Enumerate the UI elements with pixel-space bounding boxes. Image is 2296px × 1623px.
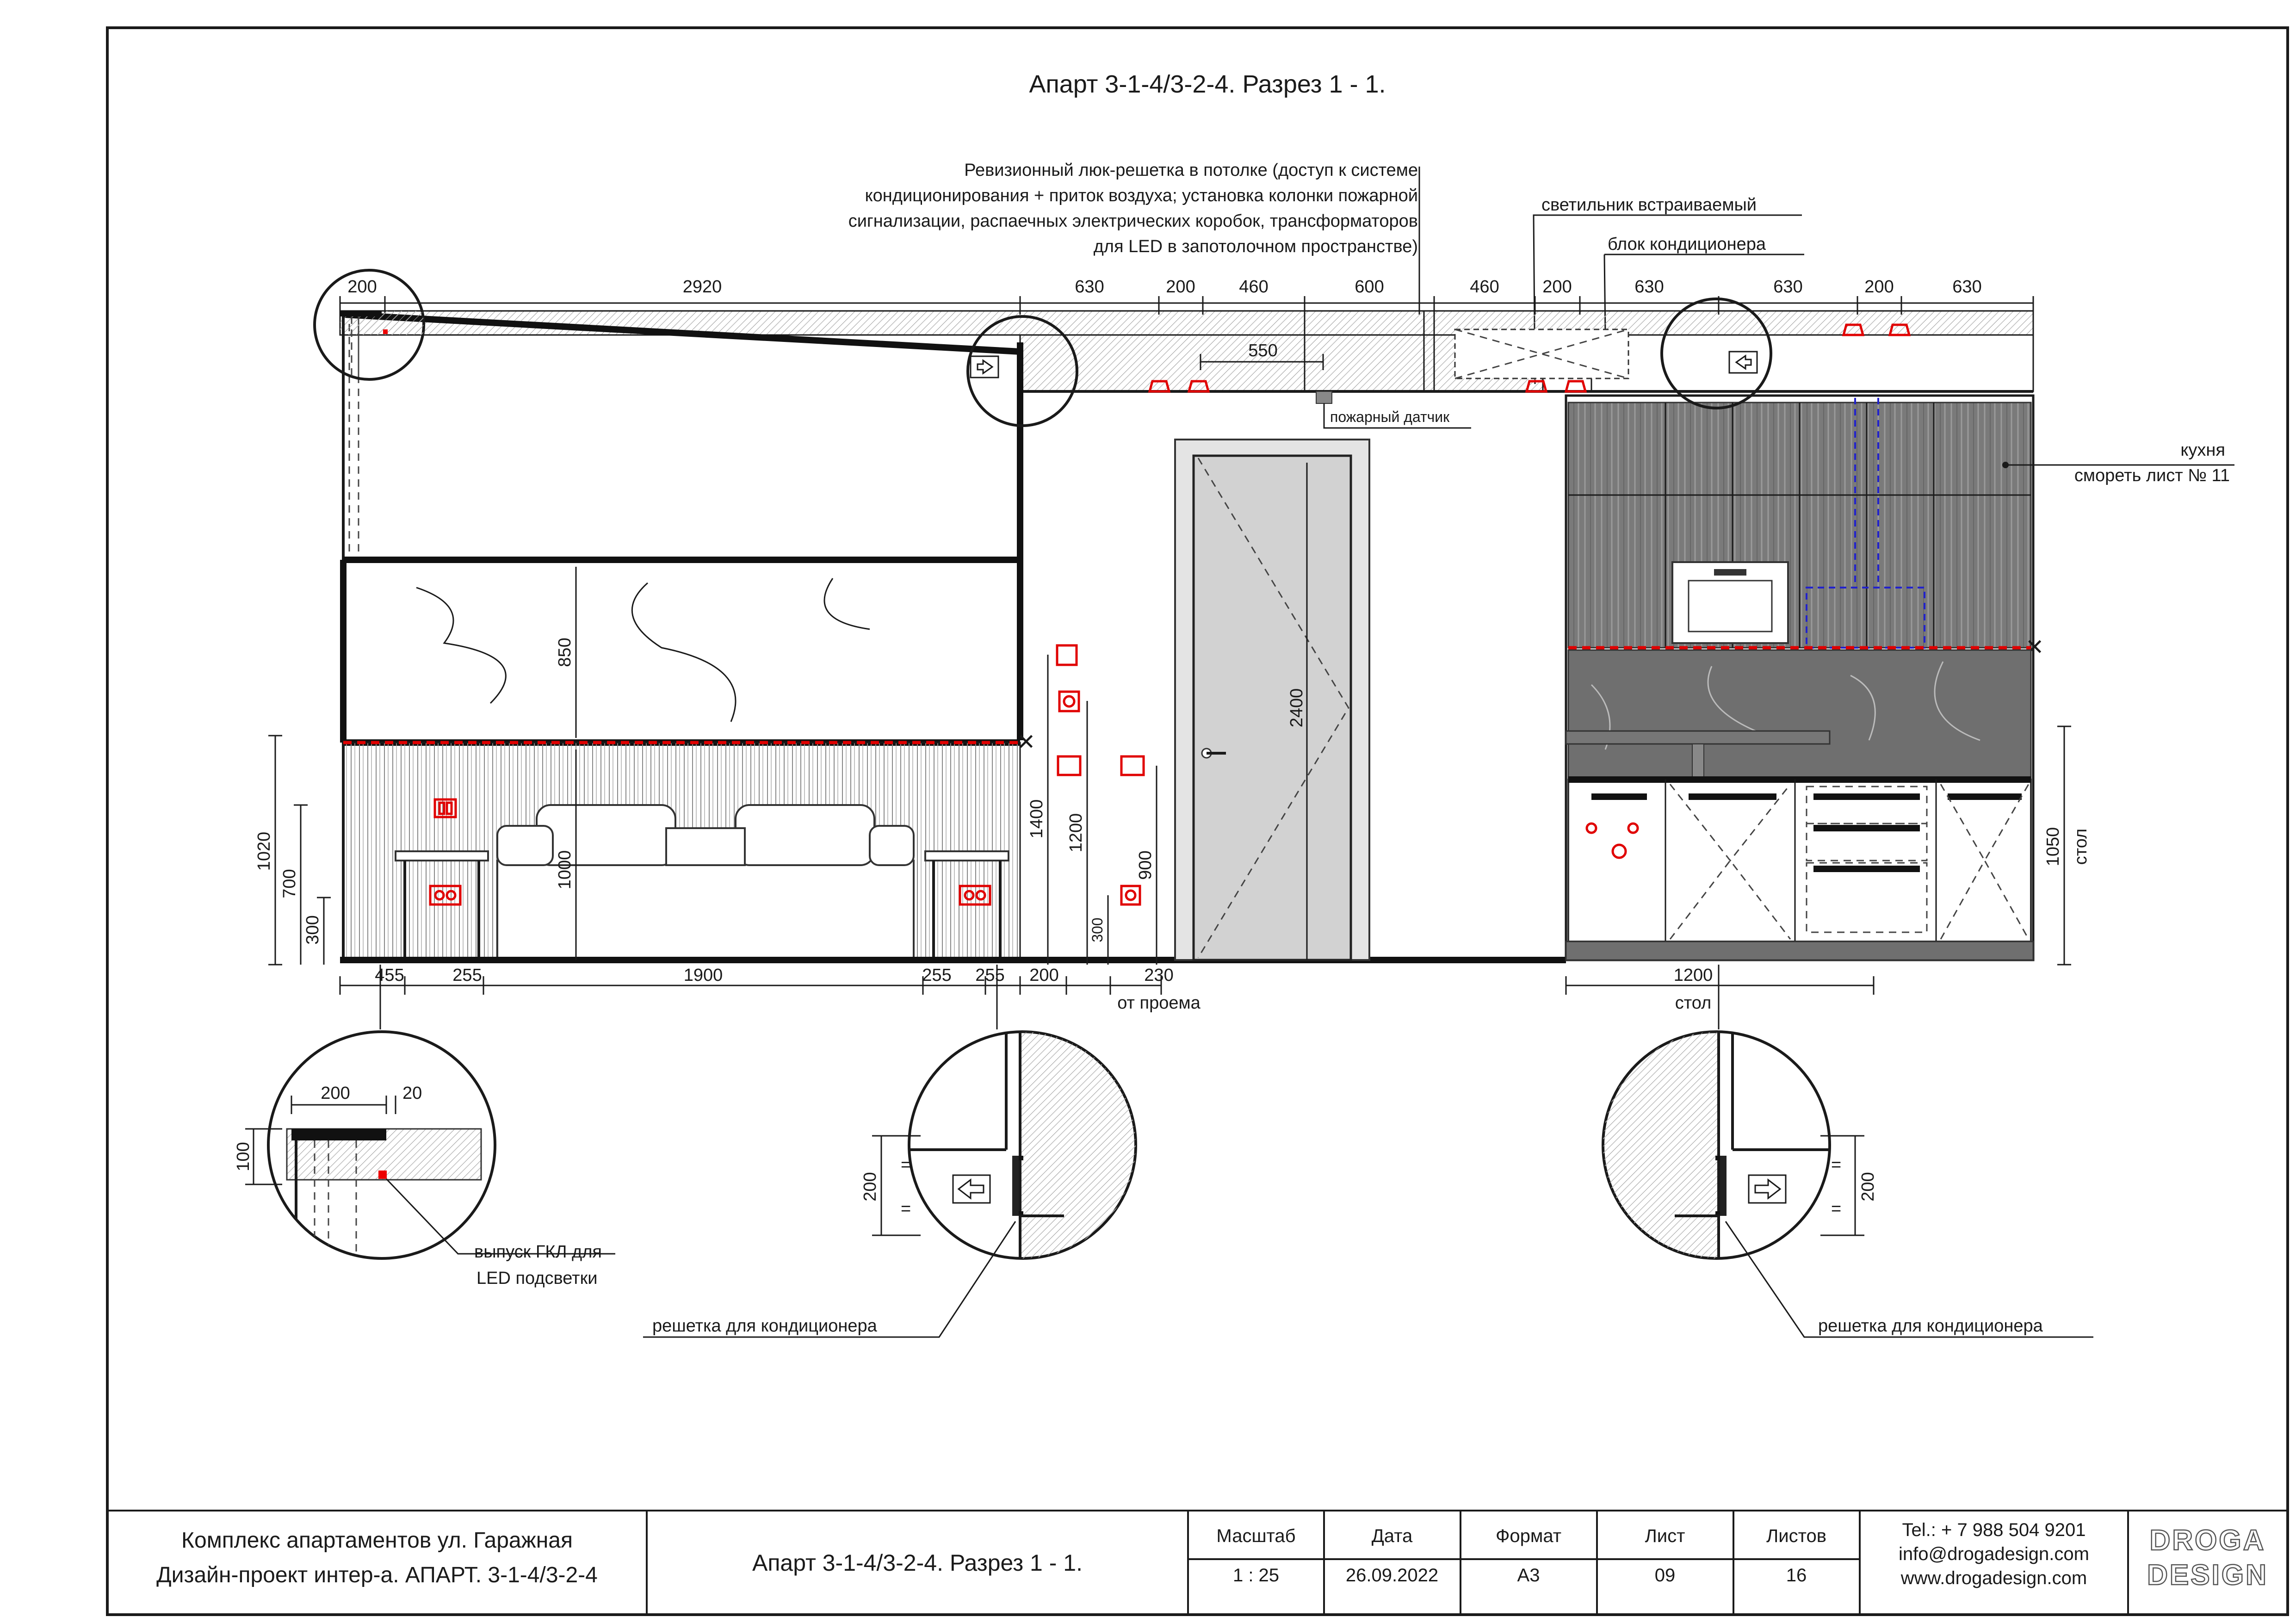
note-line-1: Ревизионный люк-решетка в потолке (досту… <box>964 161 1418 180</box>
title-block: Комплекс апартаментов ул. Гаражная Дизай… <box>106 1510 2289 1616</box>
dim-top-630-d: 630 <box>1952 277 1981 297</box>
dim-v-900: 900 <box>1136 850 1155 880</box>
tb-tel: Tel.: + 7 988 504 9201 <box>1902 1520 2086 1540</box>
dim-v-1020: 1020 <box>254 832 274 871</box>
kitchen: ✕ <box>1565 394 2044 961</box>
note-gkl-release-1: выпуск ГКЛ для <box>474 1242 602 1262</box>
note-gkl-release-2: LED подсветки <box>477 1269 597 1288</box>
note-kitchen-2: смореть лист № 11 <box>2074 466 2230 485</box>
detail-circle-top-right <box>1660 297 1772 409</box>
detail-left-w20: 20 <box>402 1084 422 1103</box>
tb-sheets-label: Листов <box>1766 1526 1826 1546</box>
detail-circle-bottom-left: 200 20 100 выпуск ГКЛ для LED подсветки <box>234 1030 615 1288</box>
note-line-2: кондиционирования + приток воздуха; уста… <box>865 186 1418 205</box>
dim-v-850: 850 <box>555 638 575 667</box>
detail-circle-bottom-right: 200 = = решетка для кондиционера <box>1602 1030 2093 1338</box>
dim-top-460-a: 460 <box>1239 277 1268 297</box>
dim-bottom-255-a: 255 <box>452 966 482 985</box>
top-dimension-chain: 200 2920 630 200 460 600 460 200 630 630… <box>339 277 2034 315</box>
tb-date-label: Дата <box>1372 1526 1413 1546</box>
fire-sensor-icon <box>1316 391 1332 404</box>
detail-circle-top-left <box>313 269 425 381</box>
dim-top-2920: 2920 <box>683 277 722 297</box>
tb-sheet-title: Апарт 3-1-4/3-2-4. Разрез 1 - 1. <box>752 1550 1083 1576</box>
dim-v-300: 300 <box>303 915 322 944</box>
dim-top-460-b: 460 <box>1470 277 1499 297</box>
dim-v-1050: 1050 <box>2043 827 2063 867</box>
leader-fire-sensor <box>1323 403 1471 429</box>
note-line-4: для LED в запотолочном пространстве) <box>1094 237 1418 256</box>
dim-v-2400: 2400 <box>1287 688 1306 728</box>
drawing-title: Апарт 3-1-4/3-2-4. Разрез 1 - 1. <box>1029 70 1386 98</box>
tb-web: www.drogadesign.com <box>1900 1568 2087 1588</box>
dim-550: 550 <box>1248 341 1277 360</box>
dim-top-200-b: 200 <box>1166 277 1195 297</box>
dim-v-300-b: 300 <box>1089 917 1106 942</box>
tb-format-label: Формат <box>1496 1526 1561 1546</box>
note-kitchen-1: кухня <box>2180 440 2225 460</box>
tb-date-value: 26.09.2022 <box>1346 1565 1438 1586</box>
note-table-side: стол <box>2071 829 2091 865</box>
dim-v-1000: 1000 <box>555 850 575 890</box>
dim-bottom-230: 230 <box>1144 966 1173 985</box>
dim-bottom-455: 455 <box>375 966 404 985</box>
recessed-lights <box>1148 323 1911 393</box>
tb-scale-label: Масштаб <box>1216 1526 1295 1546</box>
logo-line2: DESIGN <box>2147 1559 2268 1591</box>
droga-design-logo: DROGA DESIGN <box>2147 1524 2268 1592</box>
middle-vertical-dims: 1400 1200 900 300 2400 <box>1027 463 1308 965</box>
tb-scale-value: 1 : 25 <box>1233 1565 1279 1586</box>
dim-top-630-c: 630 <box>1773 277 1802 297</box>
note-ac-unit: блок кондиционера <box>1608 235 1766 254</box>
detail-circle-bottom-mid: 200 = = решетка для кондиционера <box>643 1030 1137 1338</box>
dim-1200: 1200 <box>1674 966 1713 985</box>
detail-circle-top-mid <box>966 315 1078 427</box>
note-ac-grille-left: решетка для кондиционера <box>652 1316 878 1336</box>
dim-top-630-b: 630 <box>1634 277 1664 297</box>
detail-mid-h200: 200 <box>860 1172 880 1201</box>
detail-left-h100: 100 <box>234 1142 253 1171</box>
dim-v-1400: 1400 <box>1027 799 1046 839</box>
revision-hatch-note: Ревизионный люк-решетка в потолке (досту… <box>848 161 1420 315</box>
tb-sheet-value: 09 <box>1655 1565 1676 1586</box>
dim-bottom-255-b: 255 <box>922 966 951 985</box>
tb-email: info@drogadesign.com <box>1899 1544 2089 1564</box>
detail-mid-eq1: = <box>901 1155 911 1175</box>
dim-bottom-200: 200 <box>1029 966 1058 985</box>
dim-top-200-a: 200 <box>347 277 377 297</box>
bottom-dimension-chain: 455 255 1900 255 255 200 230 от проема <box>339 966 1201 1013</box>
note-from-opening: от проема <box>1117 993 1201 1013</box>
detail-left-w200: 200 <box>321 1084 350 1103</box>
dim-bottom-255-c: 255 <box>975 966 1004 985</box>
dim-v-1200: 1200 <box>1066 813 1086 853</box>
note-recessed-light: светильник встраиваемый <box>1541 195 1757 215</box>
dim-v-700: 700 <box>280 869 299 898</box>
living-area: ✕ <box>340 311 1566 963</box>
ceiling <box>339 310 2034 393</box>
note-table-bottom: стол <box>1675 993 1711 1013</box>
detail-right-eq2: = <box>1831 1199 1841 1219</box>
logo-line1: DROGA <box>2150 1524 2266 1556</box>
dim-top-630-a: 630 <box>1075 277 1104 297</box>
dim-top-200-c: 200 <box>1542 277 1572 297</box>
tb-project-line2: Дизайн-проект интер-а. АПАРТ. 3-1-4/3-2-… <box>156 1563 598 1587</box>
dim-bottom-1900: 1900 <box>684 966 723 985</box>
detail-mid-eq2: = <box>901 1199 911 1219</box>
dim-top-200-d: 200 <box>1864 277 1894 297</box>
detail-right-eq1: = <box>1831 1155 1841 1175</box>
dim-top-600: 600 <box>1355 277 1384 297</box>
svg-text:✕: ✕ <box>1017 730 1035 755</box>
note-ac-grille-right: решетка для кондиционера <box>1818 1316 2043 1336</box>
note-line-3: сигнализации, распаечных электрических к… <box>848 211 1418 231</box>
tb-format-value: А3 <box>1517 1565 1540 1586</box>
detail-right-h200: 200 <box>1858 1172 1878 1201</box>
door <box>1174 439 1370 961</box>
tb-sheet-label: Лист <box>1645 1526 1685 1546</box>
tb-sheets-value: 16 <box>1786 1565 1807 1586</box>
tb-project-line1: Комплекс апартаментов ул. Гаражная <box>181 1528 573 1553</box>
left-vertical-dims: 1020 700 300 850 1000 <box>254 567 577 966</box>
note-fire-sensor: пожарный датчик <box>1330 409 1450 425</box>
